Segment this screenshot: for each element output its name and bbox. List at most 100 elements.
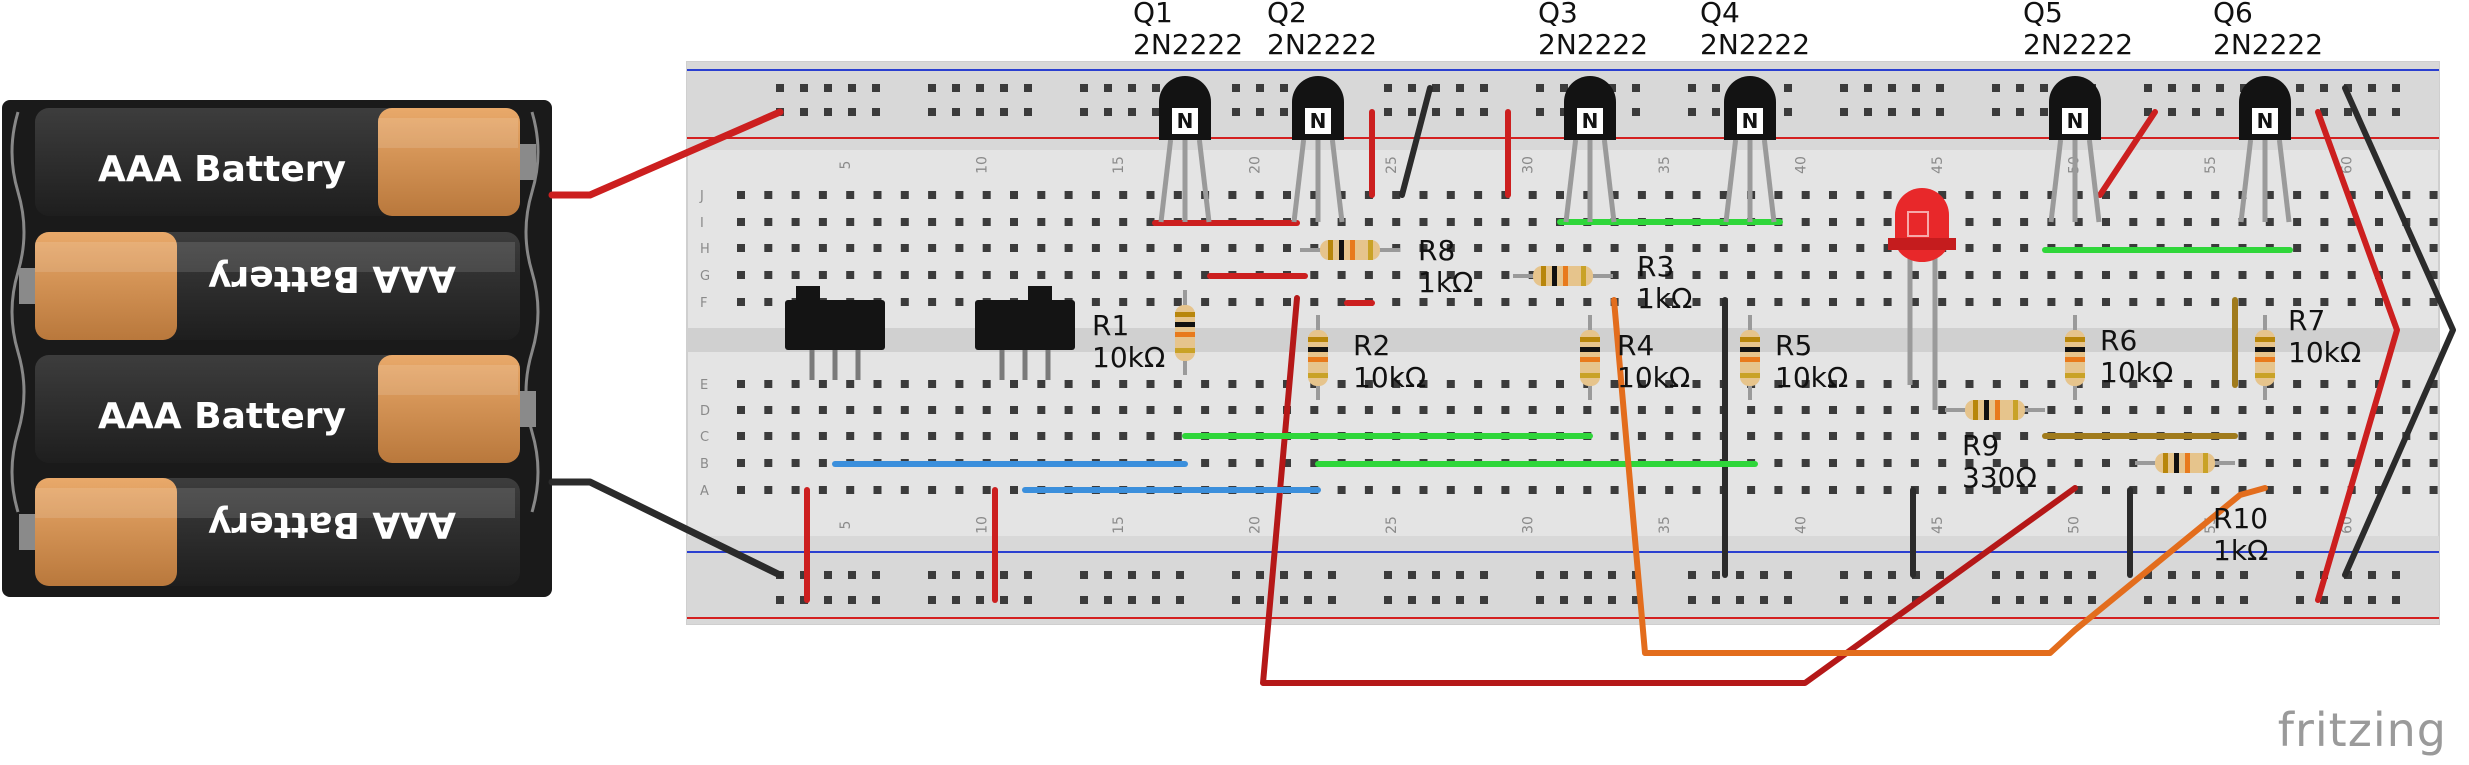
resistor-r7 — [2255, 315, 2275, 400]
red-led — [1888, 188, 1956, 410]
resistor-r8 — [1300, 240, 1400, 260]
svg-text:2N2222: 2N2222 — [2213, 28, 2323, 61]
black-wire — [1399, 85, 1433, 198]
svg-text:45: 45 — [1930, 156, 1946, 174]
svg-text:20: 20 — [1248, 156, 1264, 174]
column-numbers: 5510101515202025253030353540404545505055… — [838, 156, 2356, 534]
svg-text:2N2222: 2N2222 — [1133, 28, 1243, 61]
resistor-r1 — [1175, 290, 1195, 375]
svg-text:35: 35 — [1657, 516, 1673, 534]
svg-text:C: C — [700, 430, 709, 445]
svg-text:Q6: Q6 — [2213, 0, 2253, 29]
svg-text:F: F — [700, 296, 707, 311]
slide-switch — [975, 286, 1075, 380]
resistor-r6 — [2065, 315, 2085, 400]
svg-text:10: 10 — [975, 156, 991, 174]
svg-text:60: 60 — [2340, 156, 2356, 174]
svg-text:R6: R6 — [2100, 324, 2137, 357]
red-wire — [2315, 109, 2400, 603]
svg-text:10kΩ: 10kΩ — [1353, 361, 1426, 394]
svg-text:10kΩ: 10kΩ — [2100, 356, 2173, 389]
aaa-battery: AAA Battery — [35, 355, 536, 463]
svg-text:5: 5 — [838, 161, 854, 170]
resistor-r10 — [2135, 453, 2235, 473]
svg-text:45: 45 — [1930, 516, 1946, 534]
resistor-r5 — [1740, 315, 1760, 400]
svg-text:N: N — [1310, 109, 1327, 133]
svg-text:15: 15 — [1111, 516, 1127, 534]
resistors — [1175, 240, 2275, 473]
transistor-q6: N — [2238, 76, 2292, 223]
svg-text:Q1: Q1 — [1133, 0, 1173, 29]
svg-text:R9: R9 — [1962, 429, 1999, 462]
resistor-r3 — [1513, 266, 1613, 286]
transistor-q3: N — [1563, 76, 1617, 223]
svg-text:N: N — [1742, 109, 1759, 133]
svg-text:50: 50 — [2067, 516, 2083, 534]
fritzing-watermark: fritzing — [2277, 703, 2447, 757]
transistor-q5: N — [2048, 76, 2102, 223]
svg-text:2N2222: 2N2222 — [2023, 28, 2133, 61]
battery-negative-wire — [548, 478, 784, 579]
orange-wire — [1611, 297, 2268, 656]
svg-text:10: 10 — [975, 516, 991, 534]
svg-text:H: H — [700, 242, 710, 257]
wires — [548, 85, 2456, 686]
svg-text:R1: R1 — [1092, 309, 1129, 342]
aaa-battery: AAA Battery — [19, 232, 520, 340]
svg-text:10kΩ: 10kΩ — [1775, 361, 1848, 394]
svg-text:N: N — [1582, 109, 1599, 133]
aaa-battery: AAA Battery — [35, 108, 536, 216]
part-labels: Q12N2222Q22N2222Q32N2222Q42N2222Q52N2222… — [1092, 0, 2361, 567]
svg-text:R5: R5 — [1775, 329, 1812, 362]
svg-text:R10: R10 — [2213, 502, 2268, 535]
svg-text:15: 15 — [1111, 156, 1127, 174]
svg-text:A: A — [700, 484, 709, 499]
svg-text:D: D — [700, 404, 710, 419]
svg-text:I: I — [700, 216, 704, 231]
resistor-r2 — [1308, 315, 1328, 400]
svg-text:Q4: Q4 — [1700, 0, 1740, 29]
battery-label: AAA Battery — [208, 504, 456, 545]
svg-text:35: 35 — [1657, 156, 1673, 174]
svg-text:R8: R8 — [1418, 234, 1455, 267]
aaa-battery: AAA Battery — [19, 478, 520, 586]
svg-text:Q2: Q2 — [1267, 0, 1307, 29]
battery-positive-wire — [548, 108, 784, 199]
breadboard: 5510101515202025253030353540404545505055… — [686, 61, 2440, 625]
svg-text:40: 40 — [1794, 516, 1810, 534]
battery-label: AAA Battery — [98, 149, 346, 190]
svg-text:N: N — [2257, 109, 2274, 133]
slide-switch — [785, 286, 885, 380]
svg-text:1kΩ: 1kΩ — [1637, 282, 1692, 315]
svg-text:25: 25 — [1384, 156, 1400, 174]
black-wire — [2342, 85, 2456, 578]
resistor-r9 — [1945, 400, 2045, 420]
svg-text:R2: R2 — [1353, 329, 1390, 362]
svg-text:E: E — [700, 378, 708, 393]
svg-text:B: B — [700, 457, 709, 472]
svg-text:40: 40 — [1794, 156, 1810, 174]
svg-text:J: J — [699, 189, 704, 204]
svg-text:2N2222: 2N2222 — [1267, 28, 1377, 61]
svg-text:R3: R3 — [1637, 250, 1674, 283]
svg-text:N: N — [1177, 109, 1194, 133]
svg-text:N: N — [2067, 109, 2084, 133]
svg-text:330Ω: 330Ω — [1962, 461, 2037, 494]
